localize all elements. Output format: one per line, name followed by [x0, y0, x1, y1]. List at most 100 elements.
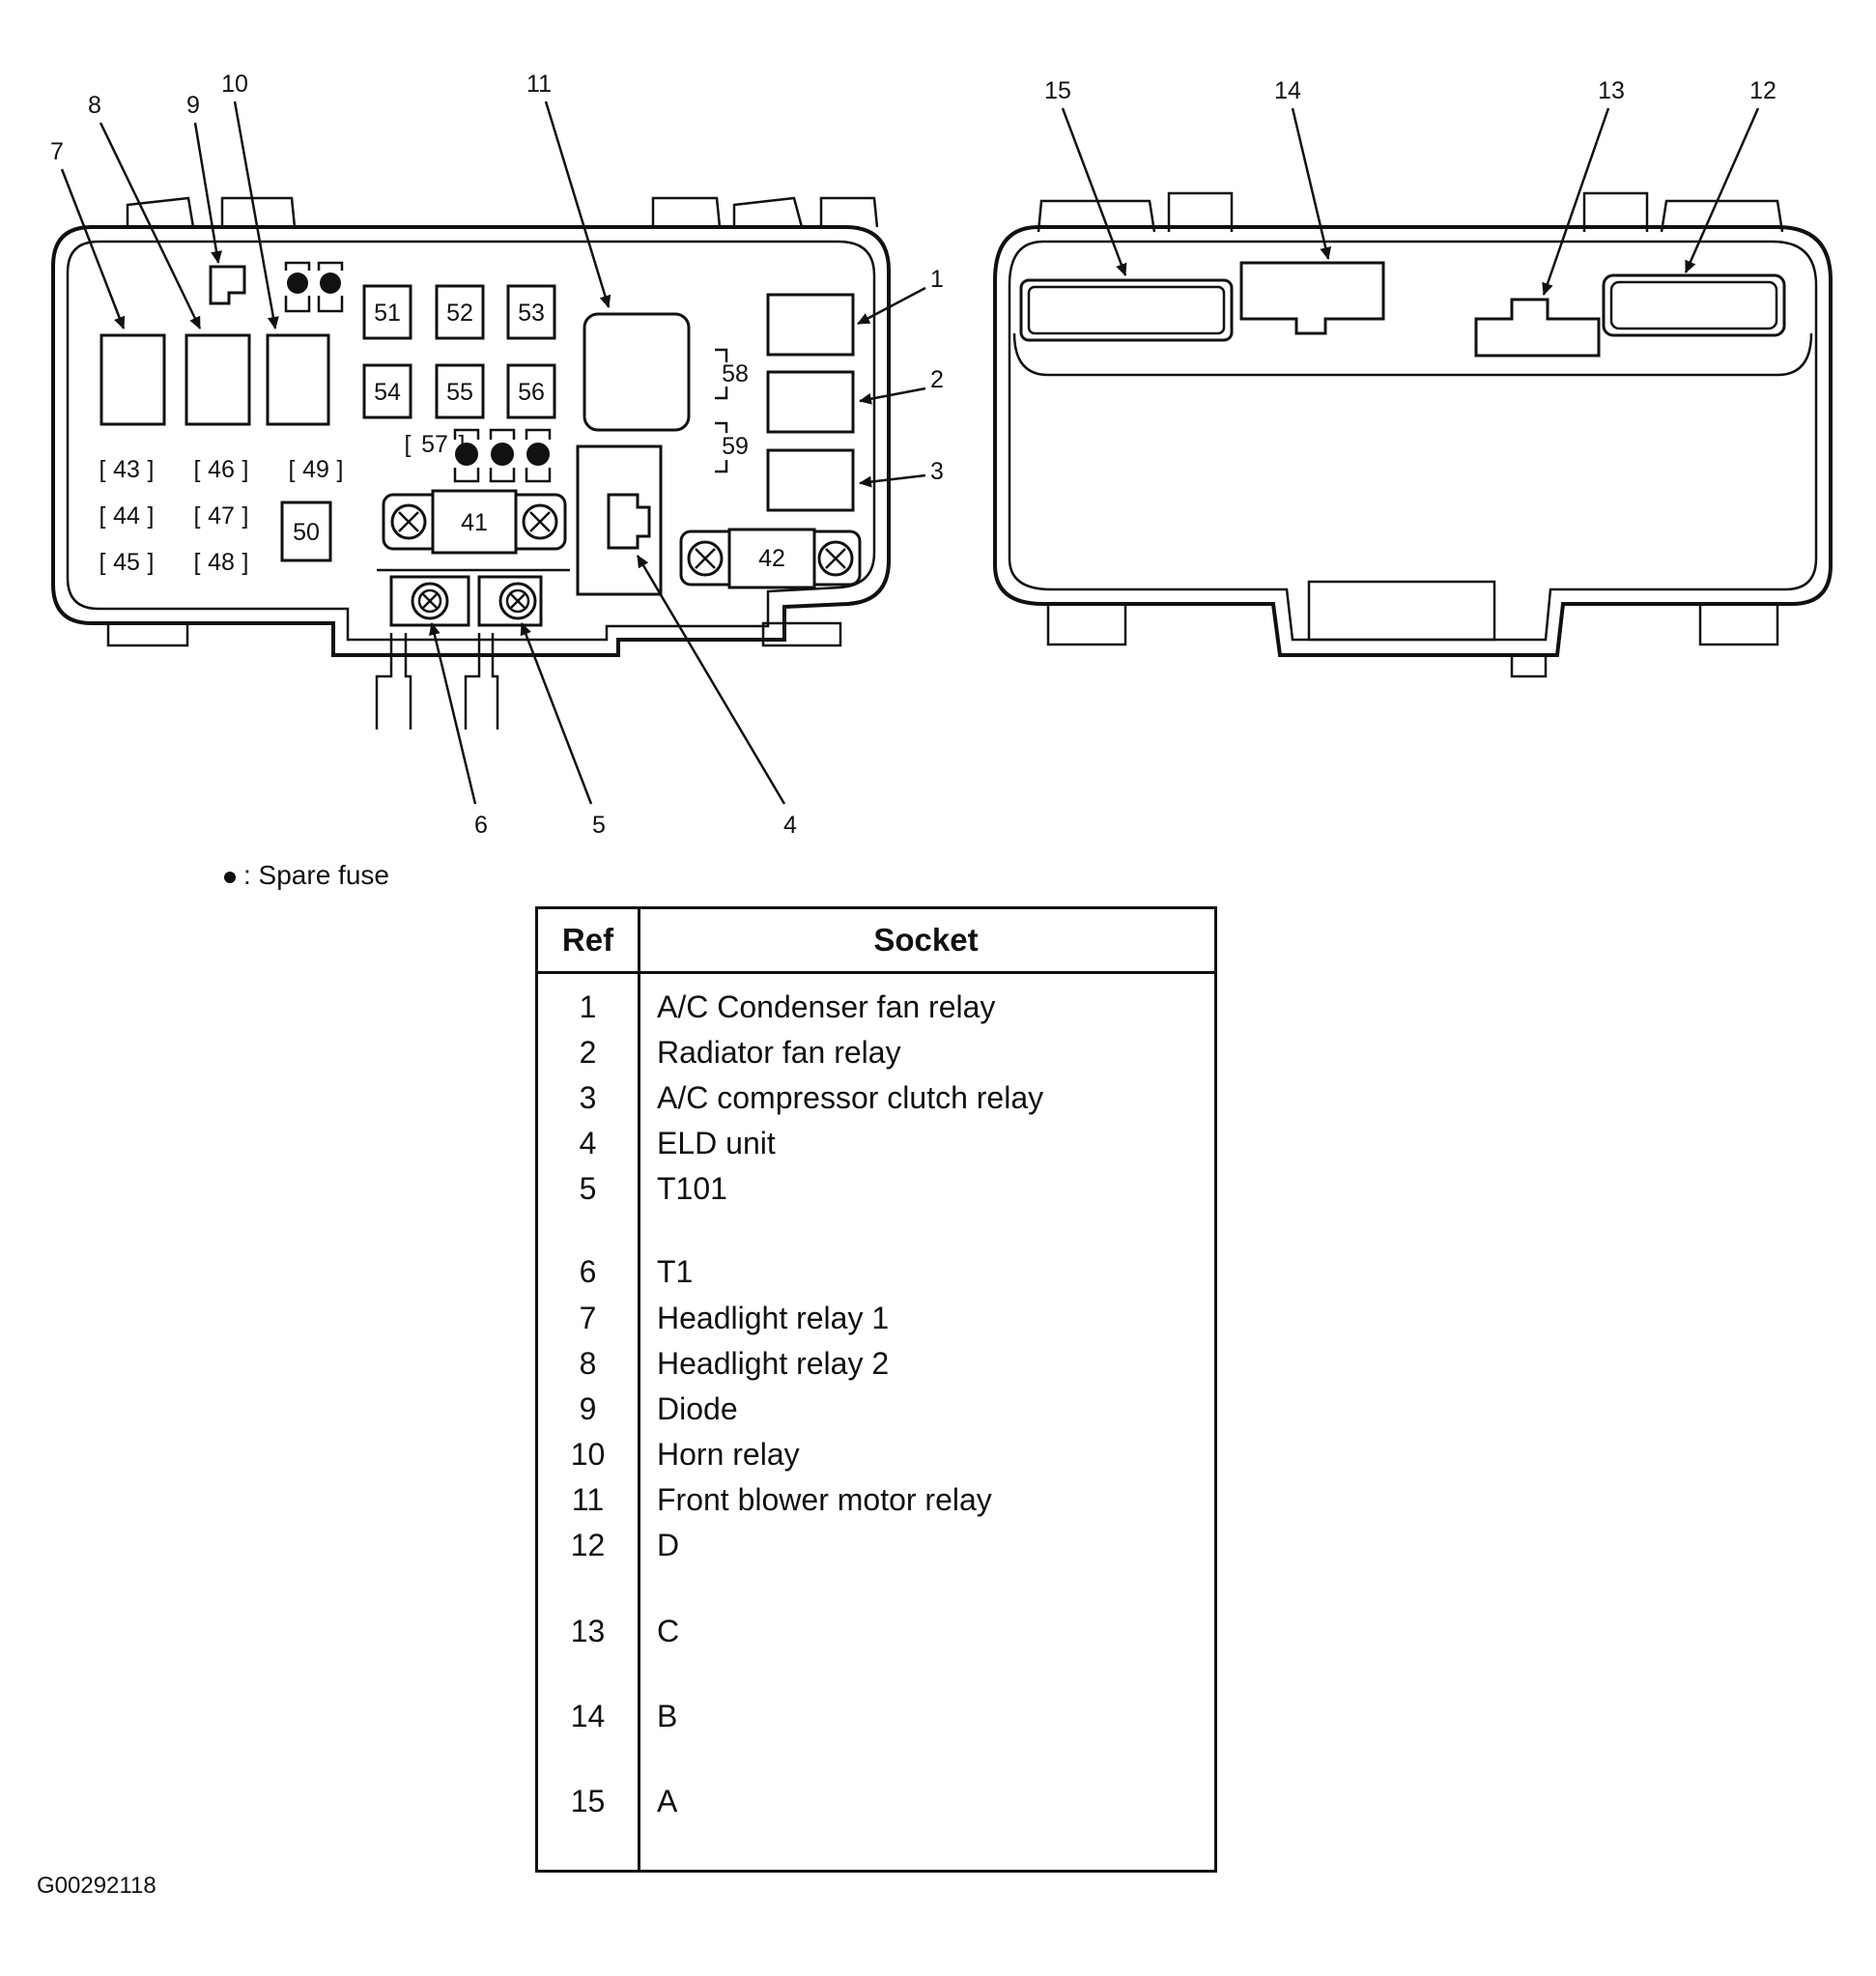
connector-d: [1602, 273, 1786, 337]
svg-text:]: ]: [242, 502, 249, 530]
fuse-51: 51: [362, 284, 412, 340]
header-socket: Socket: [873, 922, 979, 958]
callout-2: 2: [859, 366, 944, 405]
svg-text:15: 15: [1044, 77, 1071, 104]
connector-a: [1019, 278, 1234, 342]
connector-c: [1474, 298, 1601, 358]
svg-text:6: 6: [474, 812, 488, 839]
svg-text:41: 41: [461, 509, 488, 536]
fuse-53: 53: [506, 284, 556, 340]
fuse-44: 44 []: [99, 502, 155, 530]
svg-text:43: 43: [113, 456, 140, 483]
terminal-5: [464, 575, 543, 730]
spare-fuses-middle: [453, 428, 552, 483]
fuse-box-top-view: 51 52 53 54 55 56 58: [50, 71, 944, 839]
svg-text:1: 1: [930, 266, 944, 293]
svg-text:12: 12: [1749, 77, 1777, 104]
svg-text:4: 4: [783, 812, 797, 839]
svg-text:]: ]: [242, 456, 249, 483]
fuse-56: 56: [506, 363, 556, 419]
svg-text:[: [: [194, 456, 201, 483]
svg-text:11: 11: [526, 71, 552, 98]
svg-text:54: 54: [374, 379, 401, 406]
svg-text:55: 55: [446, 379, 473, 406]
table-header: Ref Socket: [538, 909, 1214, 974]
spare-fuse-legend: : Spare fuse: [224, 860, 389, 891]
fuse-55: 55: [435, 363, 485, 419]
svg-text:13: 13: [1598, 77, 1625, 104]
fuse-box-bottom-view: 15 14 13 12: [993, 77, 1833, 678]
callout-7: 7: [50, 138, 126, 329]
svg-text:49: 49: [302, 456, 329, 483]
svg-text:]: ]: [148, 502, 155, 530]
svg-text:3: 3: [930, 458, 944, 485]
svg-text:59: 59: [722, 433, 749, 460]
svg-text:2: 2: [930, 366, 944, 393]
legend-text: : Spare fuse: [243, 860, 389, 890]
svg-text:52: 52: [446, 300, 473, 327]
svg-text:10: 10: [221, 71, 248, 98]
callout-8: 8: [88, 92, 202, 329]
callout-12: 12: [1684, 77, 1777, 273]
fuse-58: 58: [715, 348, 749, 400]
svg-text:7: 7: [50, 138, 64, 165]
terminal-6: [375, 575, 470, 730]
svg-text:5: 5: [592, 812, 606, 839]
fuse-48: 48 []: [194, 549, 249, 576]
document-id: G00292118: [37, 1873, 156, 1899]
spare-fuse-dot-icon: [224, 871, 236, 883]
svg-text:[: [: [289, 456, 296, 483]
svg-text:56: 56: [518, 379, 545, 406]
svg-text:[: [: [194, 502, 201, 530]
svg-text:[: [: [99, 502, 106, 530]
fuse-box-diagram: 51 52 53 54 55 56 58: [50, 71, 1833, 839]
fuse-52: 52: [435, 284, 485, 340]
svg-text:44: 44: [113, 502, 140, 530]
svg-text:]: ]: [148, 456, 155, 483]
fuse-box-housing: [51, 225, 891, 657]
callout-15: 15: [1044, 77, 1127, 276]
relay-socket-11: [583, 312, 691, 432]
spare-fuses-top: [284, 261, 344, 313]
relay-socket-8: [185, 333, 251, 426]
svg-text:45: 45: [113, 549, 140, 576]
svg-text:]: ]: [148, 549, 155, 576]
fuse-41: 41: [382, 489, 567, 555]
header-ref: Ref: [561, 922, 614, 958]
callout-9: 9: [186, 92, 222, 264]
relay-socket-7: [99, 333, 166, 426]
callout-10: 10: [221, 71, 279, 329]
svg-text:47: 47: [208, 502, 235, 530]
relay-socket-3: [766, 448, 855, 512]
svg-text:[: [: [99, 549, 106, 576]
callout-3: 3: [859, 458, 944, 488]
relay-socket-2: [766, 370, 855, 434]
svg-text:]: ]: [242, 549, 249, 576]
callout-13: 13: [1542, 77, 1625, 296]
svg-text:8: 8: [88, 92, 101, 119]
svg-text:]: ]: [337, 456, 344, 483]
fuse-46: 46 []: [194, 456, 249, 483]
callout-14: 14: [1274, 77, 1332, 260]
callout-1: 1: [857, 266, 944, 326]
fuse-59: 59: [715, 421, 749, 473]
fuse-47: 47 []: [194, 502, 249, 530]
svg-text:14: 14: [1274, 77, 1301, 104]
fuse-49: 49 []: [289, 456, 344, 483]
svg-text:9: 9: [186, 92, 200, 119]
svg-text:[: [: [405, 431, 412, 458]
